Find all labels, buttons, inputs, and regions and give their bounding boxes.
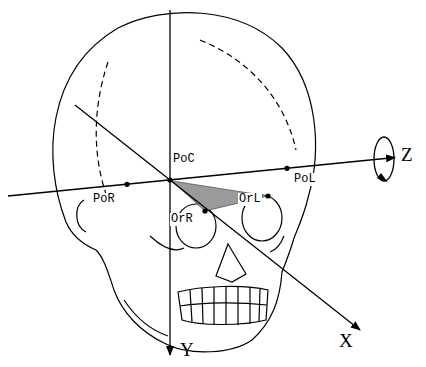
point-label: PoR	[92, 193, 116, 206]
point-label: OrL	[238, 193, 262, 206]
axis-label: Y	[179, 340, 195, 361]
point-label: PoC	[172, 153, 196, 166]
point-label: PoL	[293, 173, 317, 186]
point-label: OrR	[170, 213, 194, 226]
axis-label: Z	[400, 145, 414, 166]
axis-label: X	[338, 331, 354, 352]
